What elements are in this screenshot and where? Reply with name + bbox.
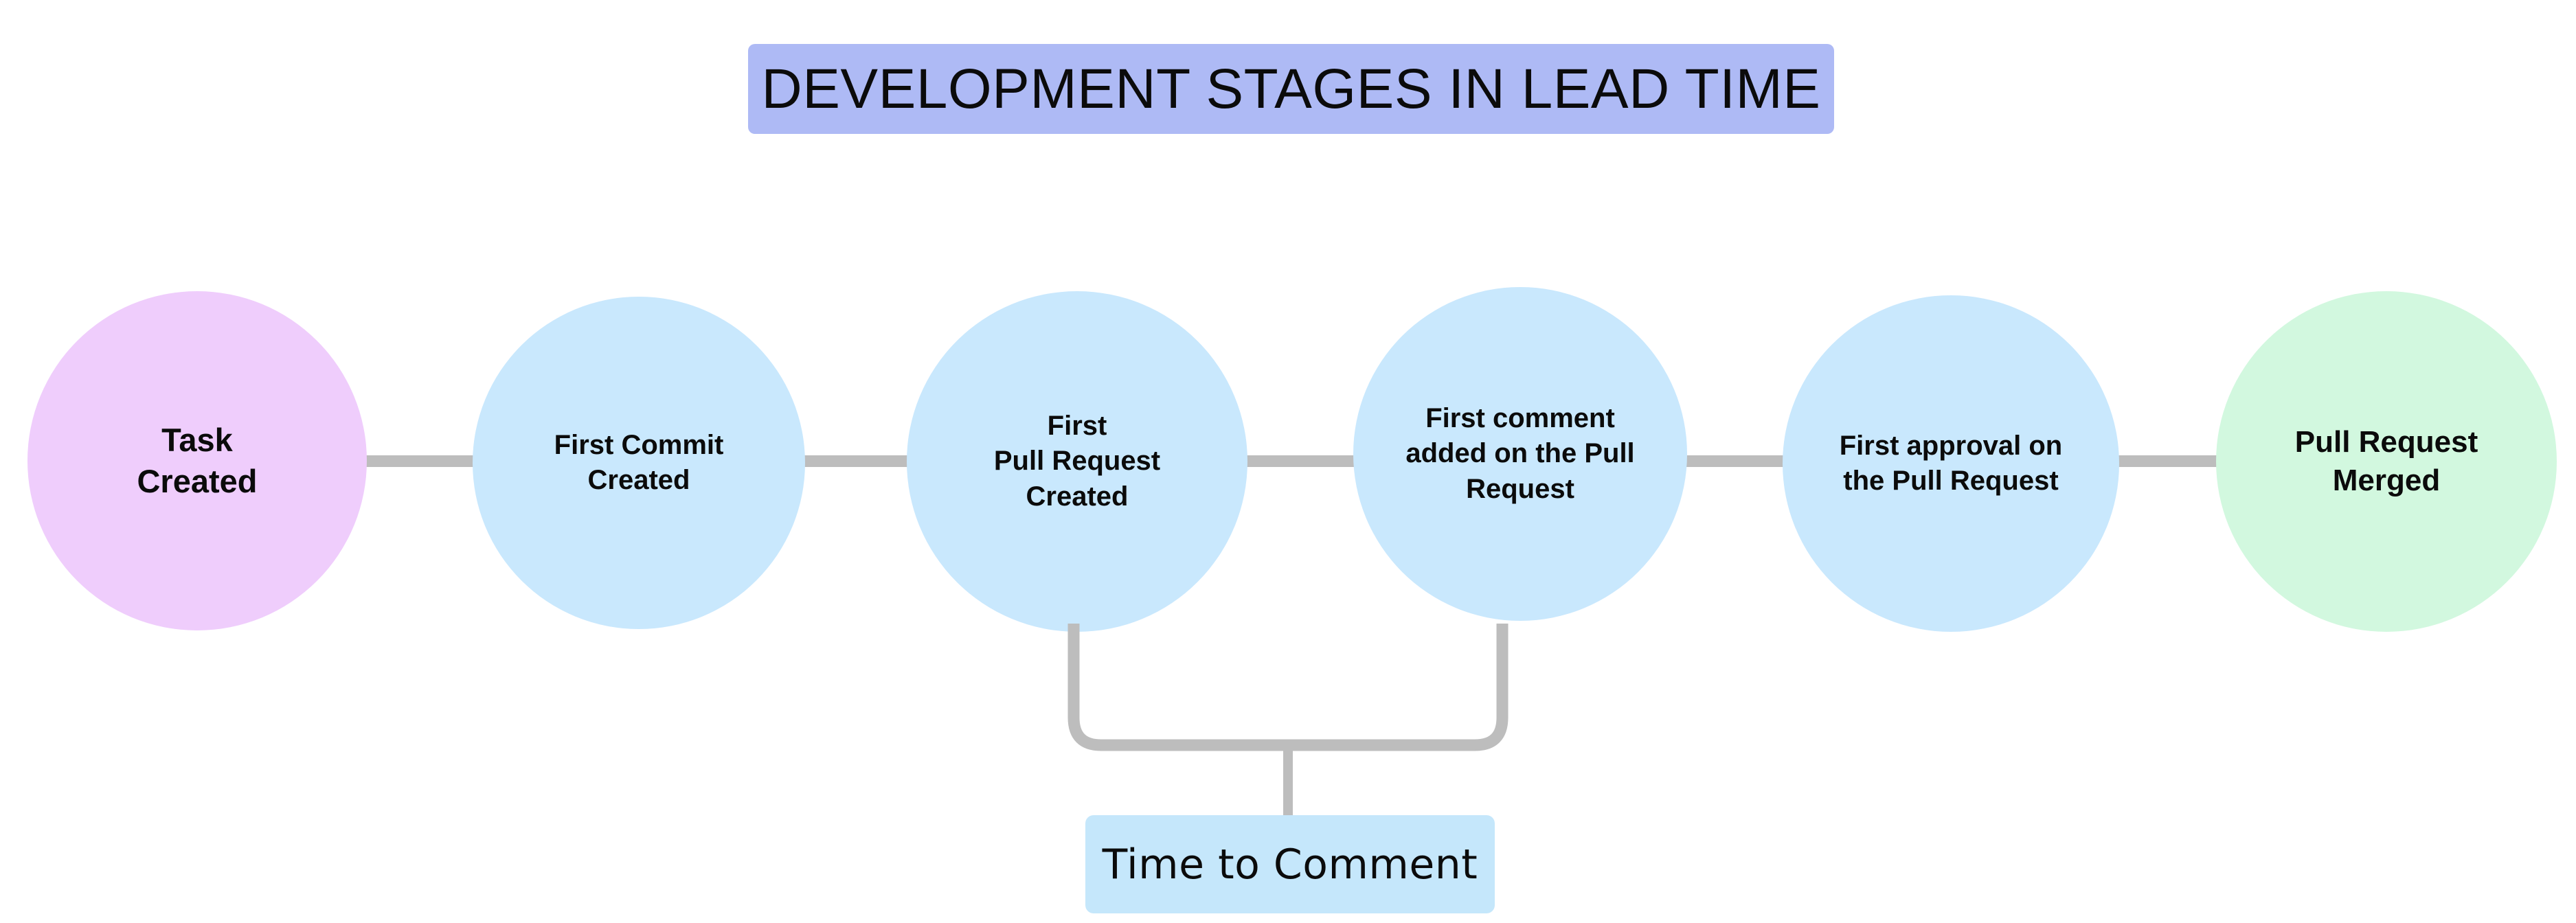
- connector-stage-4-to-5: [1682, 455, 1788, 467]
- connector-stage-5-to-6: [2114, 455, 2222, 467]
- stage-node-pull-request-merged[interactable]: Pull Request Merged: [2216, 291, 2557, 632]
- stage-label: First Pull Request Created: [993, 411, 1161, 512]
- connector-stage-1-to-2: [363, 455, 478, 467]
- stage-label: Task Created: [137, 421, 258, 499]
- page-title: DEVELOPMENT STAGES IN LEAD TIME: [761, 57, 1821, 120]
- diagram-title-banner: DEVELOPMENT STAGES IN LEAD TIME: [748, 44, 1834, 134]
- time-to-comment-bracket: [1067, 624, 1509, 817]
- annotation-time-to-comment[interactable]: Time to Comment: [1085, 815, 1495, 913]
- stage-label: Pull Request Merged: [2294, 424, 2478, 497]
- connector-stage-3-to-4: [1242, 455, 1359, 467]
- stage-node-first-commit-created[interactable]: First Commit Created: [473, 297, 805, 629]
- stage-label: First comment added on the Pull Request: [1405, 403, 1635, 504]
- stage-node-first-comment-added[interactable]: First comment added on the Pull Request: [1353, 287, 1687, 621]
- stage-node-first-approval[interactable]: First approval on the Pull Request: [1783, 295, 2119, 632]
- connector-stage-2-to-3: [800, 455, 912, 467]
- stage-label: First Commit Created: [554, 429, 724, 495]
- stage-label: First approval on the Pull Request: [1839, 430, 2063, 496]
- annotation-label: Time to Comment: [1102, 840, 1478, 889]
- stage-node-task-created[interactable]: Task Created: [27, 291, 367, 630]
- stage-node-first-pull-request-created[interactable]: First Pull Request Created: [907, 291, 1247, 632]
